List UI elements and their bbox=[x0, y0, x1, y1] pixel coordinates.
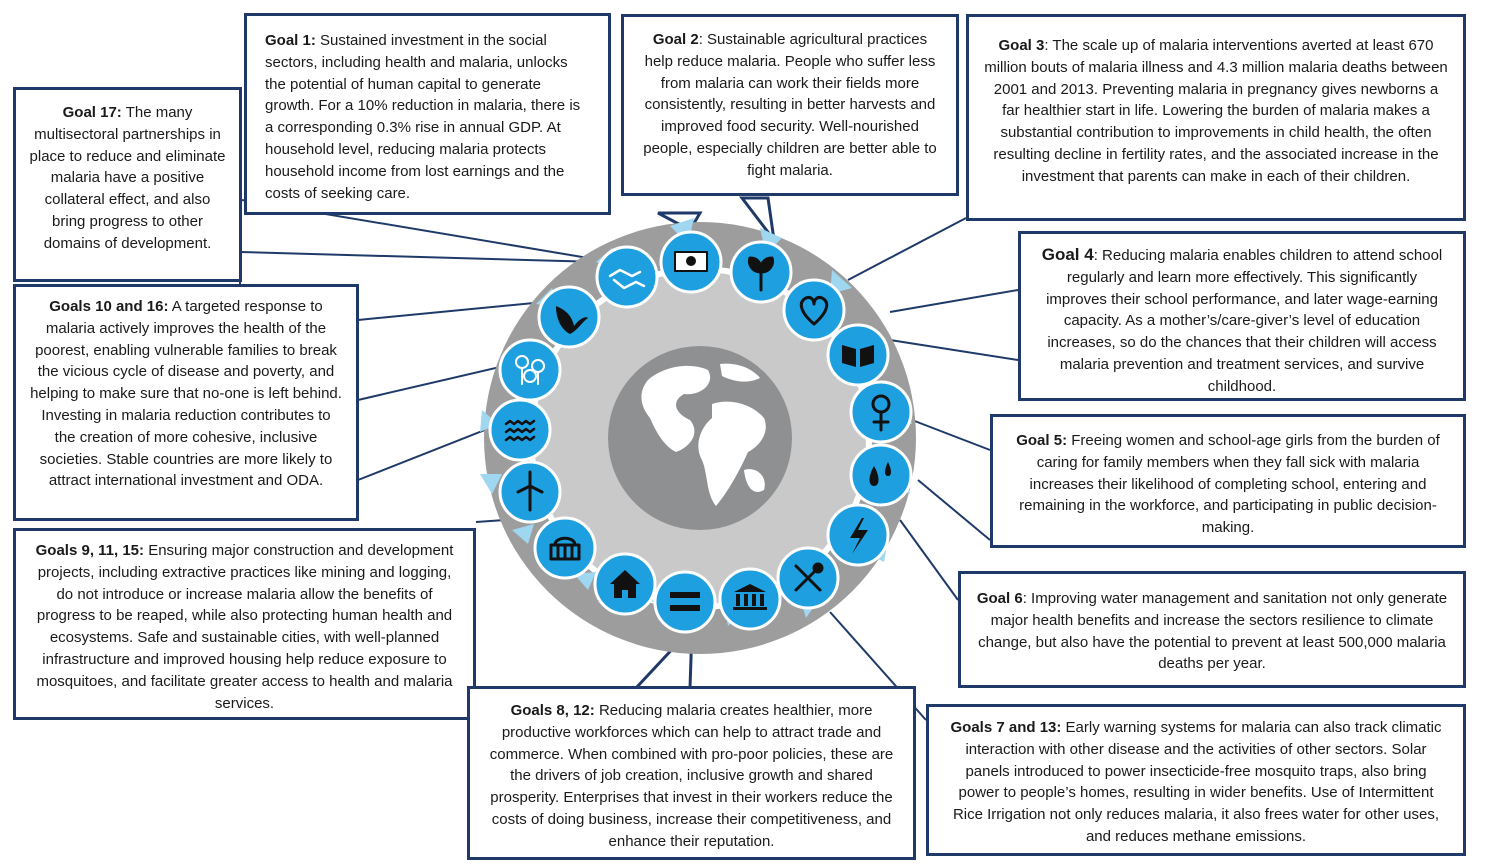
goal-6-text: : Improving water management and sanitat… bbox=[978, 590, 1448, 673]
goal-1-title: Goal 1: bbox=[265, 32, 316, 49]
goals-7-13-title: Goals 7 and 13: bbox=[950, 719, 1062, 736]
goal-5-title: Goal 5: bbox=[1016, 432, 1068, 449]
callout-tails bbox=[632, 196, 777, 690]
goals-7-13-box: Goals 7 and 13: Early warning systems fo… bbox=[926, 704, 1466, 856]
goals-7-13-text: Early warning systems for malaria can al… bbox=[952, 719, 1442, 845]
trees-icon bbox=[515, 355, 545, 385]
goals-9-11-15-text: Ensuring major construction and developm… bbox=[36, 542, 454, 712]
goal-17-text: The many multisectoral partnerships in p… bbox=[29, 104, 226, 252]
house-icon bbox=[610, 570, 640, 598]
goals-8-12-text: Reducing malaria creates healthier, more… bbox=[489, 702, 894, 850]
goal-1-text: Sustained investment in the social secto… bbox=[265, 32, 581, 202]
goals-10-16-text: A targeted response to malaria actively … bbox=[30, 298, 342, 490]
tools-icon bbox=[794, 562, 824, 592]
goal-2-title: Goal 2 bbox=[652, 31, 699, 48]
goal-2-text: : Sustainable agricultural practices hel… bbox=[643, 31, 937, 179]
heart-icon bbox=[799, 296, 829, 326]
waves-icon bbox=[504, 419, 536, 442]
goals-8-12-title: Goals 8, 12: bbox=[510, 702, 595, 719]
goal-3-title: Goal 3 bbox=[998, 37, 1045, 54]
goal-6-title: Goal 6 bbox=[976, 590, 1023, 607]
equals-icon bbox=[670, 592, 700, 611]
money-icon bbox=[674, 251, 708, 272]
goal-17-title: Goal 17: bbox=[62, 104, 122, 121]
goal-3-text: : The scale up of malaria interventions … bbox=[984, 37, 1448, 185]
sprout-icon bbox=[748, 256, 774, 292]
wind-turbine-icon bbox=[516, 470, 544, 512]
goal-4-title: Goal 4 bbox=[1041, 245, 1094, 264]
globe-icon bbox=[608, 346, 792, 530]
goals-8-12-box: Goals 8, 12: Reducing malaria creates he… bbox=[467, 686, 916, 860]
basket-icon bbox=[549, 536, 581, 561]
dove-icon bbox=[556, 306, 588, 334]
goals-9-11-15-title: Goals 9, 11, 15: bbox=[35, 542, 145, 559]
bank-building-icon bbox=[733, 584, 767, 610]
icon-circles bbox=[488, 230, 913, 634]
goal-17-box: Goal 17: The many multisectoral partners… bbox=[13, 87, 242, 282]
goal-3-box: Goal 3: The scale up of malaria interven… bbox=[966, 14, 1466, 221]
female-symbol-icon bbox=[871, 394, 891, 432]
goal-1-box: Goal 1: Sustained investment in the soci… bbox=[244, 13, 611, 215]
goal-4-box: Goal 4: Reducing malaria enables childre… bbox=[1018, 231, 1466, 401]
goal-5-box: Goal 5: Freeing women and school-age gir… bbox=[990, 414, 1466, 548]
goals-10-16-title: Goals 10 and 16: bbox=[49, 298, 169, 315]
goals-9-11-15-box: Goals 9, 11, 15: Ensuring major construc… bbox=[13, 528, 476, 720]
book-icon bbox=[842, 345, 874, 367]
lightning-icon bbox=[850, 518, 868, 554]
connector-lines bbox=[239, 199, 1019, 721]
goals-10-16-box: Goals 10 and 16: A targeted response to … bbox=[13, 284, 359, 521]
goal-4-text: : Reducing malaria enables children to a… bbox=[1046, 247, 1443, 395]
goal-2-box: Goal 2: Sustainable agricultural practic… bbox=[621, 14, 959, 196]
water-drop-icon bbox=[869, 462, 891, 486]
goal-5-text: Freeing women and school-age girls from … bbox=[1019, 432, 1440, 537]
goal-6-box: Goal 6: Improving water management and s… bbox=[958, 571, 1466, 688]
handshake-icon bbox=[608, 268, 646, 290]
